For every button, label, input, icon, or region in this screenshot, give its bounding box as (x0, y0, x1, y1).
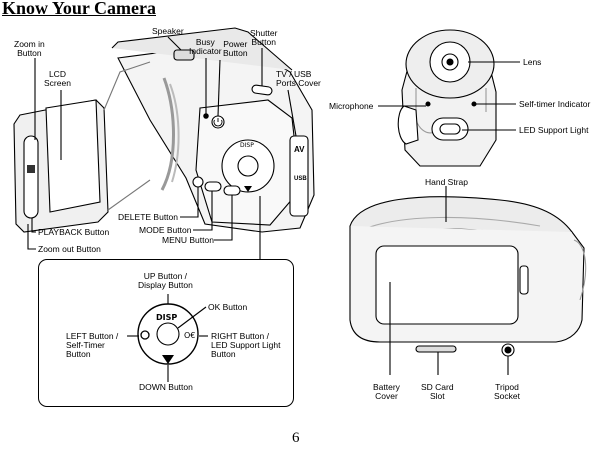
down-button-label: DOWN Button (139, 382, 193, 392)
microphone-label: Microphone (329, 101, 374, 111)
menu-button-shape (223, 185, 241, 196)
speaker-grille (173, 49, 195, 61)
mode-button-label: MODE Button (139, 225, 192, 235)
zoom-rocker (23, 135, 39, 219)
svg-text:DISP: DISP (156, 313, 177, 322)
mode-button-shape (204, 181, 222, 192)
ok-button-label: OK Button (208, 302, 248, 312)
speaker-label: Speaker (152, 26, 184, 36)
lens-label: Lens (523, 57, 542, 67)
self-timer-indicator-label: Self-timer Indicator (519, 99, 591, 109)
zoom-out-button-label: Zoom out Button (38, 244, 101, 254)
av-label: AV (294, 145, 305, 154)
camera-top (111, 27, 293, 71)
lcd-screen (45, 99, 101, 213)
page-title: Know Your Camera (2, 0, 156, 18)
delete-button-shape (192, 176, 204, 188)
shutter-button (251, 84, 273, 96)
camera-grip (160, 77, 175, 191)
battery-cover (375, 245, 519, 325)
ports-cover (289, 135, 309, 217)
delete-button-label: DELETE Button (118, 212, 179, 222)
hand-strap-label: Hand Strap (425, 177, 468, 187)
led-window (439, 123, 461, 135)
menu-button-label: MENU Button (162, 235, 214, 245)
control-detail-panel (38, 259, 294, 407)
playback-button-label: PLAYBACK Button (38, 227, 110, 237)
led-support-light-label: LED Support Light (519, 125, 589, 135)
svg-text:O€: O€ (184, 331, 195, 340)
strap-loop (397, 105, 419, 145)
svg-text:DISP: DISP (240, 142, 254, 149)
up-button-label: UP Button /Display Button (138, 271, 193, 290)
page-number: 6 (292, 430, 300, 446)
usb-label: USB (294, 176, 307, 182)
busy-indicator-dot (203, 113, 209, 119)
sd-card-slot (415, 345, 457, 353)
